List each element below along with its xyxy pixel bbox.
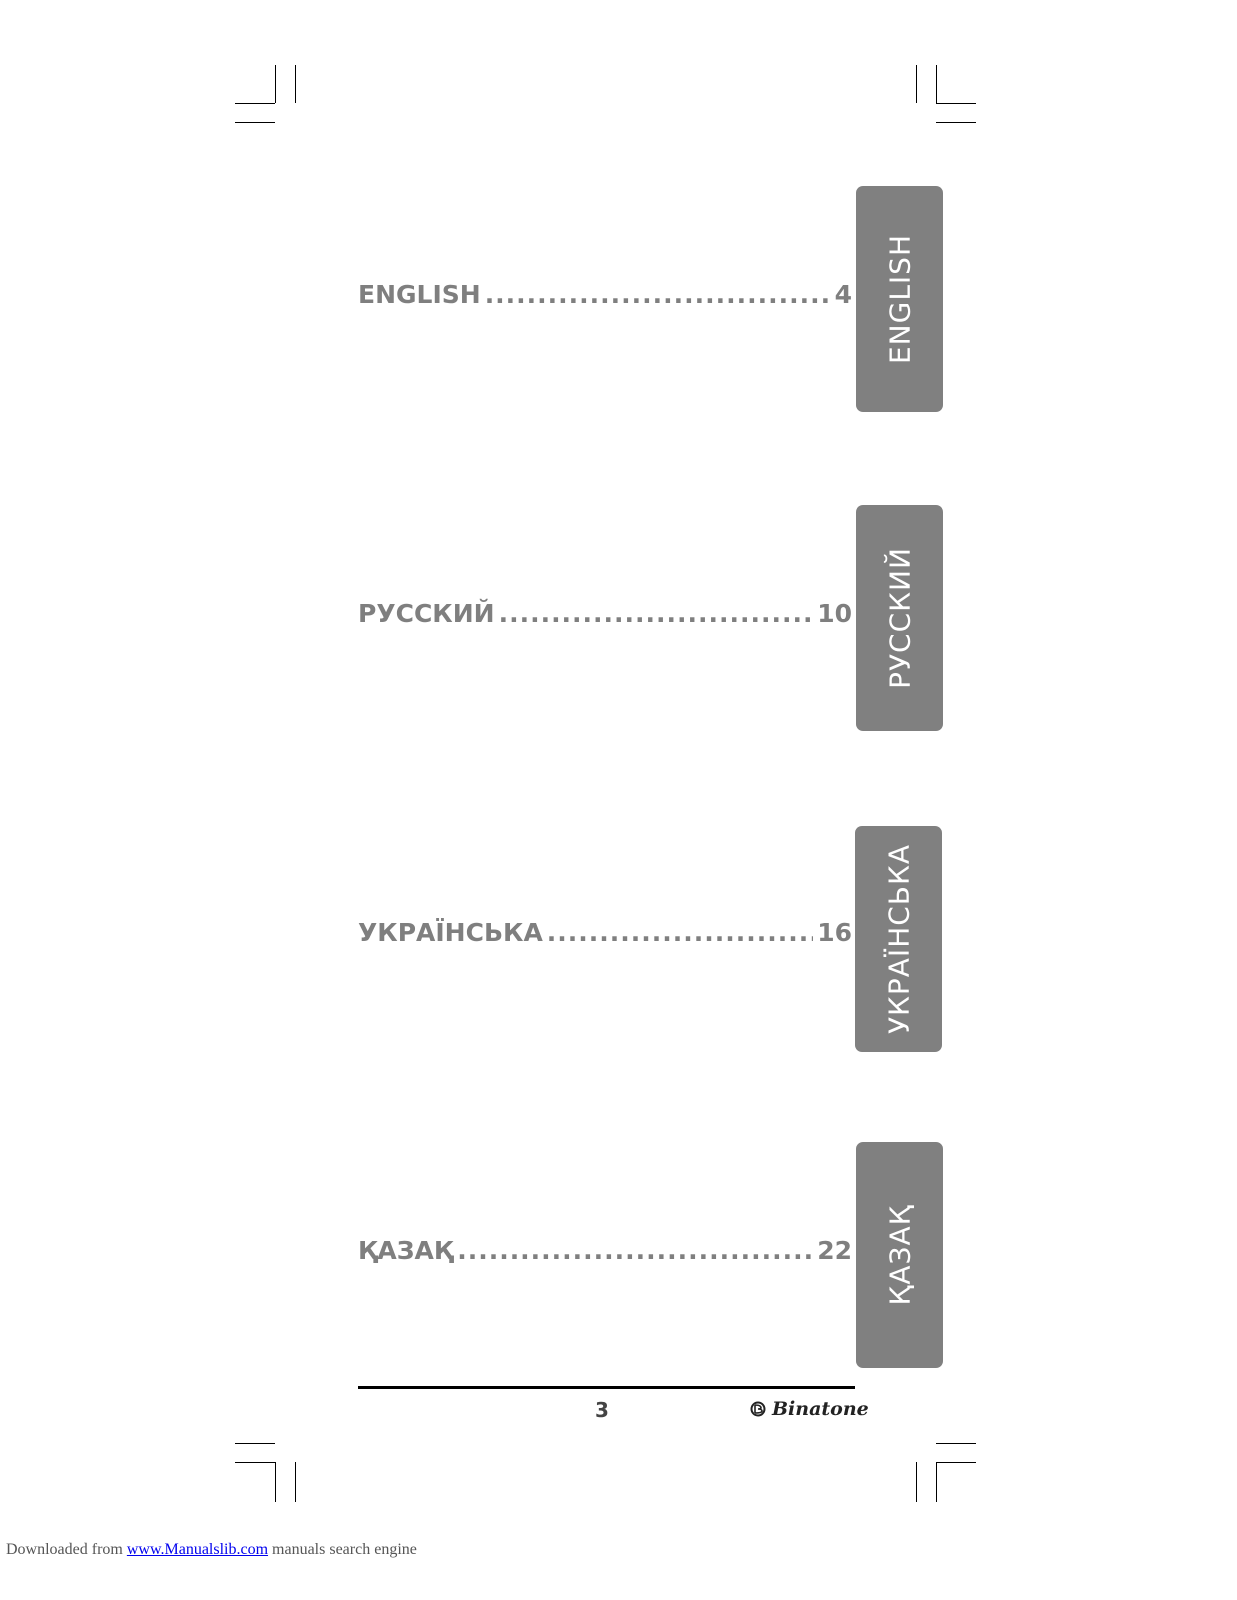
toc-leader-dots: ........................................… (498, 599, 814, 628)
crop-mark (936, 1462, 976, 1463)
brand-name: Binatone (772, 1398, 869, 1420)
toc-entry-english[interactable]: ENGLISH ................................… (358, 277, 852, 313)
language-tab-russian[interactable]: РУССКИЙ (856, 505, 943, 731)
footer-prefix: Downloaded from (6, 1541, 127, 1558)
crop-mark (936, 1462, 937, 1502)
manualslib-link[interactable]: www.Manualslib.com (126, 1541, 269, 1558)
crop-mark (295, 1462, 296, 1502)
crop-mark (275, 1462, 276, 1502)
crop-mark (936, 1443, 976, 1444)
crop-mark (235, 1443, 275, 1444)
download-footer: Downloaded from www.Manualslib.com manua… (6, 1541, 417, 1559)
toc-leader-dots: ........................................… (546, 918, 813, 947)
brand-logo: Binatone (750, 1398, 869, 1420)
tab-label: РУССКИЙ (883, 547, 916, 689)
language-tab-english[interactable]: ENGLISH (856, 186, 943, 412)
binatone-logo-icon (750, 1401, 766, 1417)
crop-mark (916, 65, 917, 103)
toc-entry-kazakh[interactable]: ҚАЗАҚ ..................................… (358, 1233, 852, 1269)
toc-label: ENGLISH (358, 280, 481, 309)
toc-entry-ukrainian[interactable]: УКРАЇНСЬКА .............................… (358, 915, 852, 951)
crop-mark (936, 103, 976, 104)
toc-page-number: 4 (834, 280, 852, 309)
crop-mark (936, 122, 976, 123)
crop-mark (295, 65, 296, 103)
toc-label: УКРАЇНСЬКА (358, 918, 543, 947)
footer-rule (358, 1386, 855, 1389)
crop-mark (235, 122, 275, 123)
crop-mark (235, 103, 275, 104)
tab-label: ENGLISH (883, 233, 916, 365)
toc-label: ҚАЗАҚ (358, 1236, 454, 1265)
toc-leader-dots: ........................................… (457, 1236, 814, 1265)
toc-page-number: 22 (817, 1236, 852, 1265)
tab-label: УКРАЇНСЬКА (882, 843, 915, 1035)
toc-page-number: 16 (817, 918, 852, 947)
toc-leader-dots: ........................................… (484, 280, 831, 309)
crop-mark (235, 1462, 275, 1463)
crop-mark (936, 65, 937, 103)
language-tab-kazakh[interactable]: ҚАЗАҚ (856, 1142, 943, 1368)
page-number: 3 (595, 1398, 609, 1422)
tab-label: ҚАЗАҚ (883, 1204, 916, 1306)
toc-page-number: 10 (817, 599, 852, 628)
footer-suffix: manuals search engine (268, 1541, 417, 1558)
language-tab-ukrainian[interactable]: УКРАЇНСЬКА (855, 826, 942, 1052)
toc-entry-russian[interactable]: РУССКИЙ ................................… (358, 596, 852, 632)
toc-label: РУССКИЙ (358, 599, 495, 628)
crop-mark (275, 65, 276, 103)
crop-mark (916, 1462, 917, 1502)
